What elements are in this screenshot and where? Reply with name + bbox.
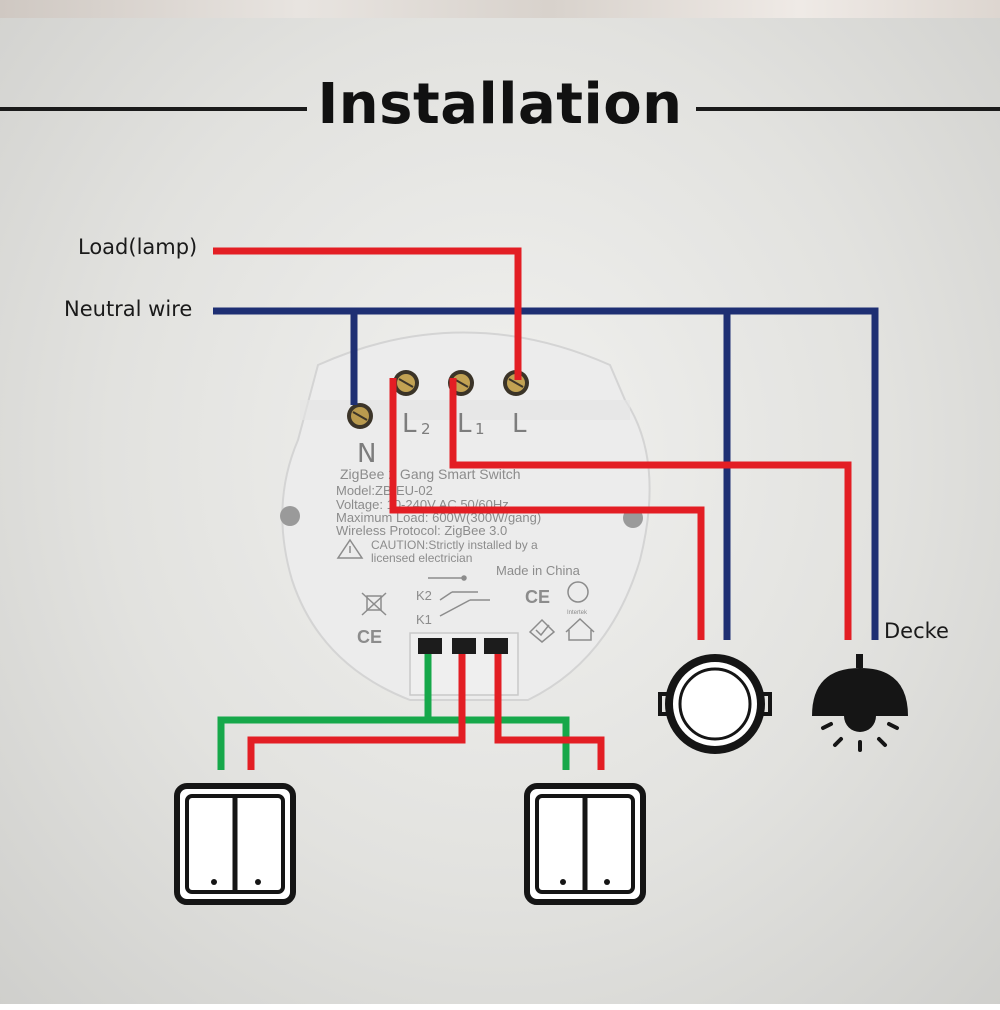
live-wire-to-l: [213, 247, 522, 380]
round-light-icon: [658, 654, 772, 754]
terminal-n-screw: [347, 403, 373, 429]
device-model: Model:ZB-EU-02: [336, 483, 433, 498]
caution-icon: [336, 538, 364, 559]
terminal-l1-index: 1: [475, 420, 485, 438]
wall-switch-icon: [524, 783, 646, 905]
title-rule-left: [0, 107, 307, 111]
smart-switch-module: N L 2 L 1 L ZigBee 2 Gang Smart Switch M…: [280, 331, 651, 701]
page-title: Installation: [317, 72, 683, 137]
rcm-mark-icon: [528, 618, 556, 643]
relay-k1-label: K1: [416, 612, 432, 627]
wall-switch-icon: [174, 783, 296, 905]
device-max-load: Maximum Load: 600W(300W/gang): [336, 510, 541, 525]
pendant-lamp-icon: [812, 654, 908, 752]
terminal-l-label: L: [512, 409, 527, 439]
neutral-wire-main: [213, 307, 879, 640]
origin-label: Made in China: [496, 563, 581, 578]
ce-mark-left: CE: [357, 627, 382, 647]
neutral-label: Neutral wire: [64, 297, 193, 321]
mount-hole-left: [280, 506, 300, 526]
terminal-l2-label: L: [402, 409, 417, 439]
terminal-n-label: N: [357, 439, 376, 469]
k2-wire-switch-right: [494, 654, 605, 770]
top-photo-strip: [0, 0, 1000, 18]
switch-terminal-1: [418, 638, 442, 654]
device-name: ZigBee 2 Gang Smart Switch: [340, 466, 521, 482]
ce-mark: CE: [525, 587, 550, 607]
l1-wire-to-pendant: [449, 378, 852, 640]
title-rule-right: [696, 107, 1000, 111]
terminal-l2-screw: [393, 370, 419, 396]
weee-bin-icon: [361, 592, 387, 616]
home-mark-icon: [565, 617, 595, 641]
caution-line-2: licensed electrician: [371, 551, 472, 565]
bottom-border: [0, 1004, 1000, 1010]
etl-mark-icon: Intertek: [567, 581, 589, 616]
switch-terminal-3: [484, 638, 508, 654]
switch-terminal-2: [452, 638, 476, 654]
k1-wire-switch-left: [247, 654, 466, 770]
caution-line-1: CAUTION:Strictly installed by a: [371, 538, 538, 552]
ceiling-label: Decke: [884, 619, 949, 643]
relay-schematic-icon: [428, 575, 490, 617]
common-wire-switch-left: [217, 654, 432, 770]
device-protocol: Wireless Protocol: ZigBee 3.0: [336, 523, 507, 538]
relay-k2-label: K2: [416, 588, 432, 603]
terminal-l2-index: 2: [421, 420, 431, 438]
intertek-label: Intertek: [567, 610, 588, 616]
terminal-l1-label: L: [457, 409, 472, 439]
l2-wire-to-round-light: [389, 378, 705, 640]
common-wire-switch-right: [428, 716, 570, 770]
load-label: Load(lamp): [78, 235, 198, 259]
